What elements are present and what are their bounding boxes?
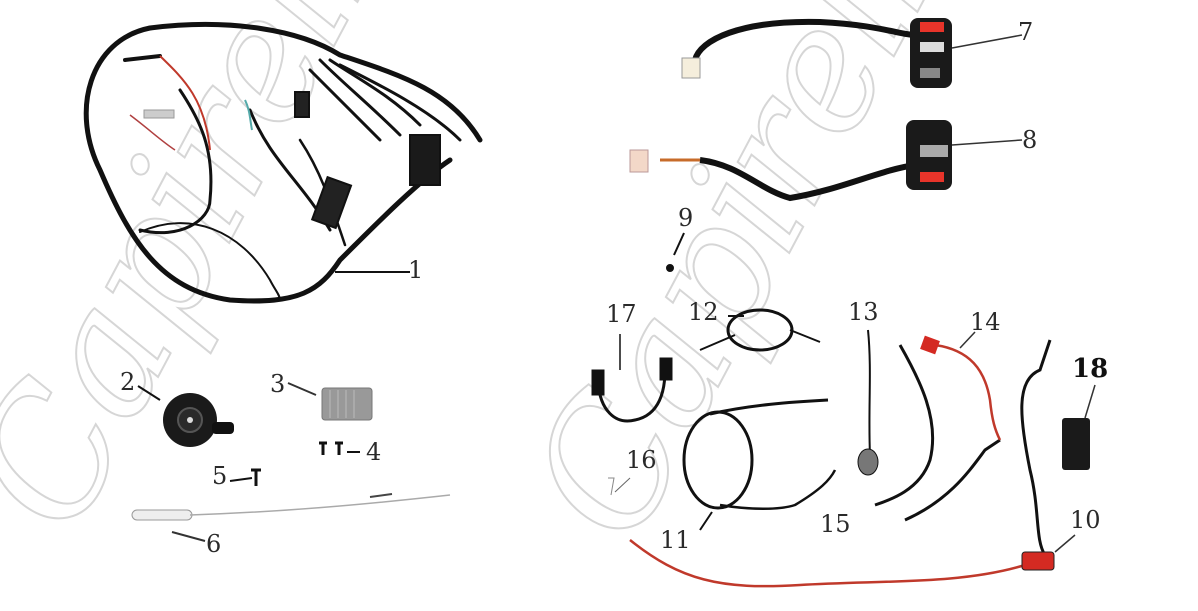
brake-switch-drawing [591,334,673,423]
part-label-15: 15 [820,510,851,538]
part-label-5: 5 [212,462,228,490]
brake-cable-drawing [699,308,821,352]
screw-9-drawing [666,232,685,272]
ground-wires-drawing [874,344,1001,522]
part-label-10: 10 [1070,506,1101,534]
sensor-drawing [857,329,879,476]
flasher-relay-drawing [1062,384,1096,470]
part-label-17: 17 [606,300,637,328]
part-label-18: 18 [1072,354,1109,384]
horn-drawing [137,385,234,447]
part-label-6: 6 [206,530,222,558]
part-label-8: 8 [1022,126,1038,154]
handlebar-switches-drawing [629,18,1023,202]
harness-colored-wires [129,55,253,151]
screws-drawing [229,441,360,486]
part-label-7: 7 [1018,18,1034,46]
main-harness-drawing [83,22,483,304]
part-label-11: 11 [660,526,691,554]
part-label-1: 1 [408,256,424,284]
red-lead-drawing [920,331,1002,441]
rectifier-drawing [287,382,373,421]
part-label-2: 2 [120,368,136,396]
clip-drawing [608,477,631,496]
fuse-wire-drawing [131,493,451,542]
part-label-16: 16 [626,446,657,474]
relay-wire-drawing [629,339,1076,588]
part-label-12: 12 [688,298,719,326]
part-label-3: 3 [270,370,286,398]
part-label-9: 9 [678,204,694,232]
part-label-13: 13 [848,298,879,326]
throttle-cable-drawing [682,398,837,531]
part-label-4: 4 [366,438,382,466]
part-label-14: 14 [970,308,1001,336]
